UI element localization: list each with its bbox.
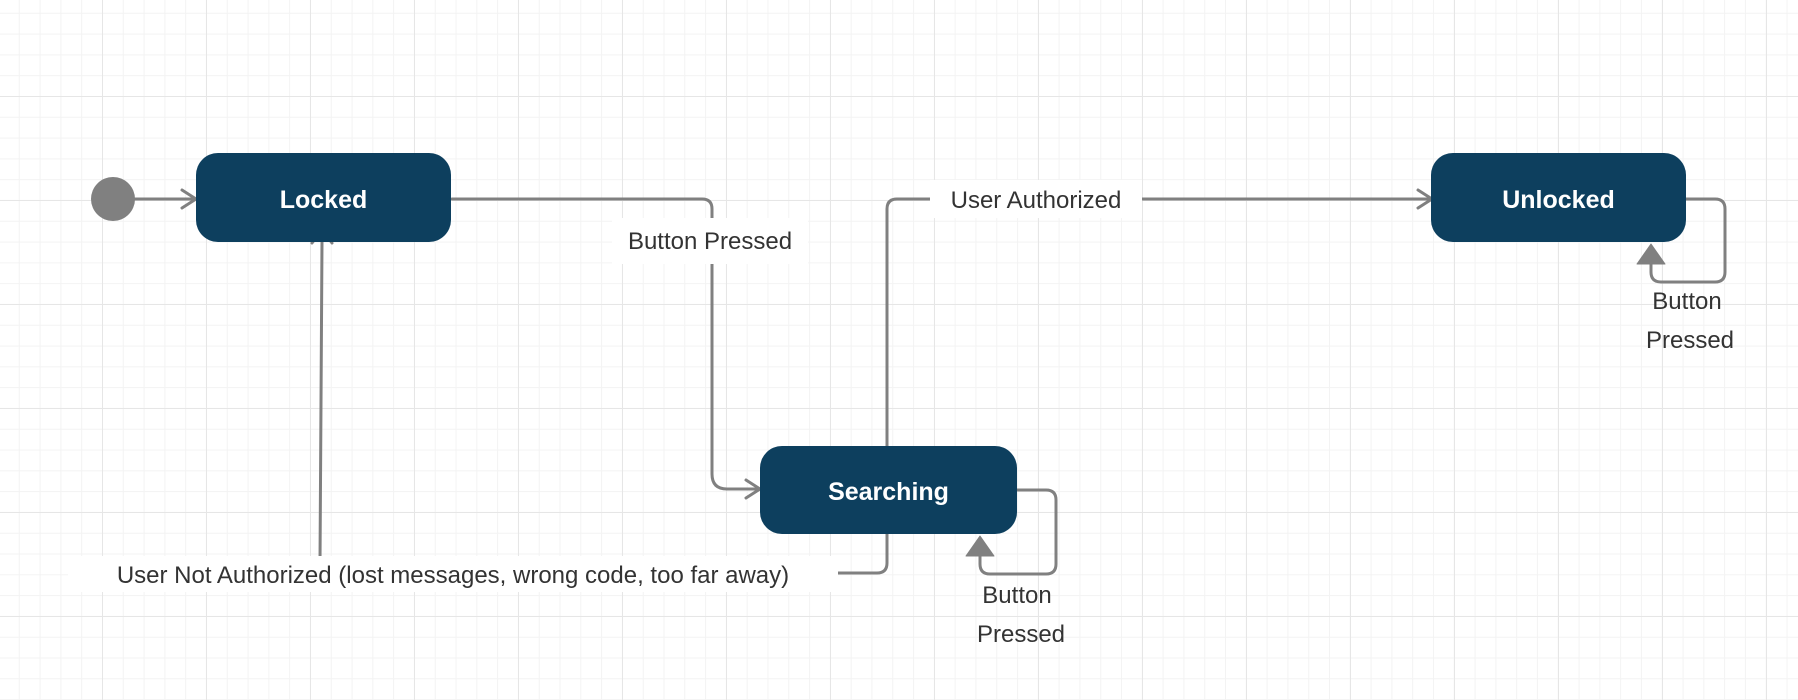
state-locked[interactable]: Locked	[196, 153, 451, 242]
transition-label-user-not-authorized: User Not Authorized (lost messages, wron…	[117, 562, 789, 589]
transition-label-button-pressed: Button Pressed	[628, 228, 792, 255]
state-searching-box[interactable]	[760, 446, 1017, 534]
edge-locked-to-searching[interactable]	[450, 197, 762, 491]
transition-label-unlocked-self-loop: Button Pressed	[1646, 288, 1734, 354]
state-unlocked[interactable]: Unlocked	[1431, 153, 1686, 242]
edge-unlocked-self-loop[interactable]	[1649, 197, 1727, 284]
searching-self-loop-label-line-1: Button	[982, 582, 1051, 609]
state-locked-label: Locked	[280, 186, 368, 214]
state-locked-box[interactable]	[196, 153, 451, 242]
label-bg-user-authorized	[930, 180, 1142, 218]
transition-label-searching-self-loop: Button Pressed	[977, 582, 1065, 648]
unlocked-self-loop-label-line-1: Button	[1652, 288, 1721, 315]
transition-label-user-authorized: User Authorized	[951, 187, 1122, 214]
state-searching-label: Searching	[828, 478, 949, 506]
unlocked-self-loop-label-line-2: Pressed	[1646, 327, 1734, 354]
label-bg-button-pressed	[612, 218, 808, 264]
state-unlocked-box[interactable]	[1431, 153, 1686, 242]
arrowhead-searching-self-loop	[965, 535, 995, 557]
arrowhead-unlocked-self-loop	[1636, 243, 1666, 265]
state-unlocked-label: Unlocked	[1502, 186, 1615, 214]
label-bg-user-not-authorized	[68, 556, 838, 592]
state-searching[interactable]: Searching	[760, 446, 1017, 534]
initial-node[interactable]	[91, 177, 135, 221]
edge-searching-to-unlocked[interactable]	[885, 197, 1434, 449]
searching-self-loop-label-line-2: Pressed	[977, 621, 1065, 648]
edge-searching-self-loop[interactable]	[978, 488, 1058, 576]
